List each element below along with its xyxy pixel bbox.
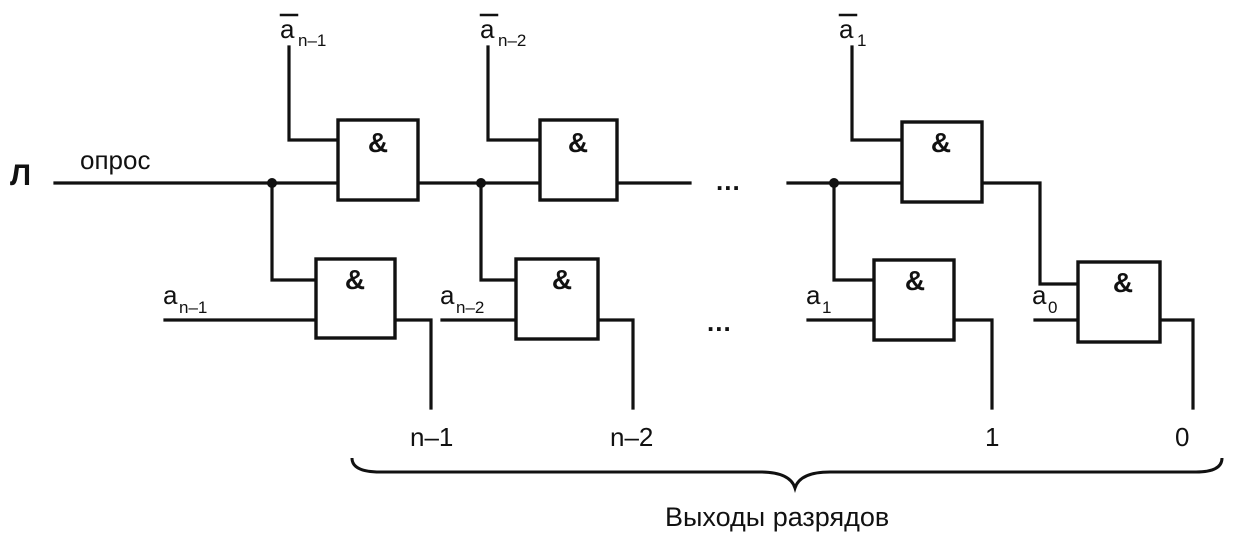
input-label-a-1: a 1 [806,280,831,317]
wires [53,45,1195,410]
junction-dot [476,178,486,188]
svg-text:n–2: n–2 [498,31,526,50]
wire-nbar-1 [850,45,904,142]
svg-text:a: a [1032,280,1047,310]
svg-text:n–1: n–1 [179,298,207,317]
gate-symbol: & [345,264,365,295]
svg-text:a: a [839,14,854,44]
wire-out-0 [1158,318,1195,410]
ellipsis-lower: ... [707,307,732,337]
input-label-a-0: a 0 [1032,280,1057,317]
svg-text:n–1: n–1 [298,31,326,50]
svg-text:1: 1 [822,298,831,317]
gate-symbol: & [905,265,925,296]
pulse-symbol: Л [10,159,31,192]
svg-text:a: a [480,14,495,44]
svg-text:a: a [163,280,178,310]
gate-symbol: & [1113,267,1133,298]
svg-text:a: a [806,280,821,310]
wire-to-gate-a0 [980,181,1080,286]
wire-out-1 [952,318,994,410]
wire-out-n2 [596,318,635,410]
wire-out-n1 [393,318,433,410]
branch-gate-low-n1 [270,181,318,282]
svg-text:0: 0 [1048,298,1057,317]
and-gate-upper-n2: & [538,118,619,202]
and-gate-upper-n1: & [336,118,420,202]
svg-text:a: a [440,280,455,310]
and-gate-lower-1: & [872,258,956,342]
gate-symbol: & [368,127,388,158]
wire-nbar-n1 [287,45,340,142]
svg-text:a: a [280,14,295,44]
gate-symbol: & [931,127,951,158]
output-label-n2: n–2 [610,422,653,452]
branch-gate-low-n2 [479,181,518,282]
and-gate-lower-n1: & [314,257,397,340]
outputs-caption: Выходы разрядов [665,502,889,532]
input-label-nbar-n1: a n–1 [279,13,326,50]
branch-gate-low-1 [832,181,876,282]
input-label-a-n1: a n–1 [163,280,207,317]
ellipsis-upper: ... [716,166,741,196]
input-label-a-n2: a n–2 [440,280,484,317]
gate-symbol: & [552,264,572,295]
poll-label: опрос [80,145,150,175]
input-label-nbar-n2: a n–2 [479,13,526,50]
and-gate-lower-0: & [1076,260,1162,344]
output-label-0: 0 [1175,422,1189,452]
output-label-n1: n–1 [410,422,453,452]
output-label-1: 1 [985,422,999,452]
outputs-brace [350,457,1224,494]
and-gate-lower-n2: & [514,257,600,341]
svg-text:1: 1 [857,31,866,50]
junction-dot [829,178,839,188]
input-label-nbar-1: a 1 [838,13,866,50]
svg-text:n–2: n–2 [456,298,484,317]
and-gate-upper-1: & [900,120,984,204]
gate-symbol: & [568,127,588,158]
junction-dot [267,178,277,188]
wire-nbar-n2 [486,45,542,142]
